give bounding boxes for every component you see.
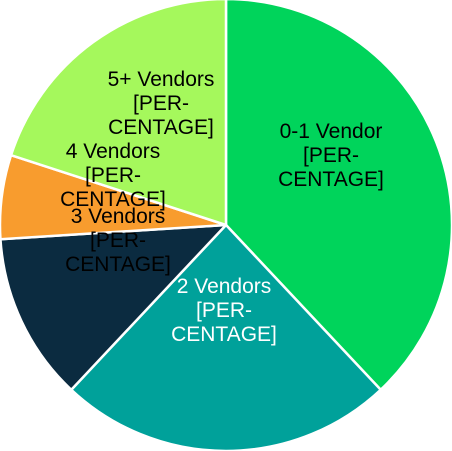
pie-slice-label-line: CENTAGE] bbox=[108, 116, 214, 139]
pie-slice-label-line: CENTAGE] bbox=[60, 188, 166, 211]
pie-slice-label-line: 2 Vendors bbox=[177, 275, 272, 298]
pie-slice-label-1: 0-1 Vendor[PER-CENTAGE] bbox=[278, 120, 384, 191]
pie-slice-2 bbox=[70, 223, 382, 451]
pie-slice-3 bbox=[0, 223, 228, 391]
pie-slice-label-3: 3 Vendors[PER-CENTAGE] bbox=[65, 205, 171, 276]
pie-slice-label-line: 4 Vendors bbox=[66, 140, 161, 163]
pie-slice-label-line: CENTAGE] bbox=[171, 323, 277, 346]
pie-slice-label-line: [PER- bbox=[303, 144, 359, 167]
pie-slice-label-line: 5+ Vendors bbox=[108, 68, 215, 91]
pie-slice-label-line: CENTAGE] bbox=[65, 253, 171, 276]
pie-slice-label-line: 0-1 Vendor bbox=[280, 120, 383, 143]
pie-slice-label-line: 3 Vendors bbox=[71, 205, 166, 228]
pie-slice-label-5: 5+ Vendors[PER-CENTAGE] bbox=[108, 68, 215, 139]
pie-slice-5 bbox=[9, 0, 228, 227]
pie-slice-label-line: CENTAGE] bbox=[278, 168, 384, 191]
pie-slice-label-4: 4 Vendors[PER-CENTAGE] bbox=[60, 140, 166, 211]
pie-slice-label-2: 2 Vendors[PER-CENTAGE] bbox=[171, 275, 277, 346]
pie-slice-label-line: [PER- bbox=[133, 92, 189, 115]
pie-slice-1 bbox=[224, 0, 452, 391]
pie-slice-label-line: [PER- bbox=[85, 164, 141, 187]
pie-slice-label-line: [PER- bbox=[196, 299, 252, 322]
pie-slice-label-line: [PER- bbox=[90, 229, 146, 252]
pie-labels: 0-1 Vendor[PER-CENTAGE]2 Vendors[PER-CEN… bbox=[60, 68, 384, 346]
